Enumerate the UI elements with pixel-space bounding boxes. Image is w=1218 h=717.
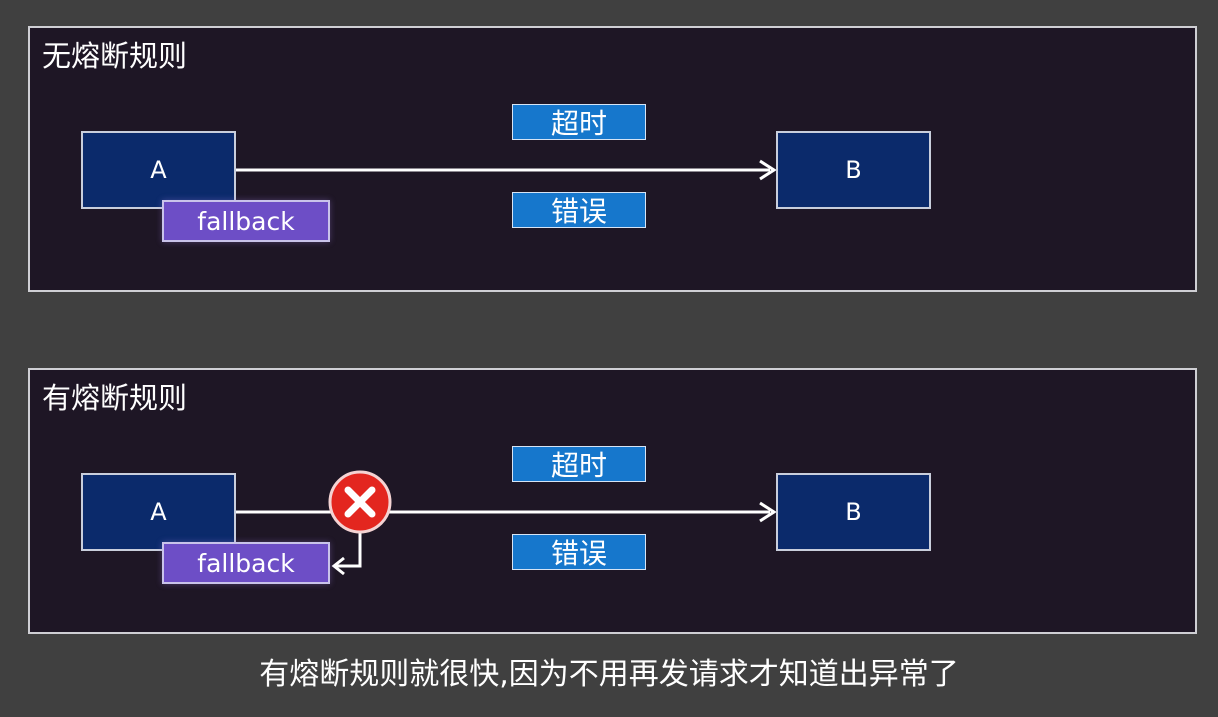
node-a: A (81, 473, 236, 551)
timeout-tag: 超时 (512, 104, 646, 140)
fallback-box: fallback (162, 542, 330, 584)
arrow-a-to-b-broken (236, 470, 777, 576)
timeout-tag: 超时 (512, 446, 646, 482)
error-tag: 错误 (512, 534, 646, 570)
panel-no-circuit-breaker: 无熔断规则 A B fallback 超时 错误 (28, 26, 1197, 292)
close-circle-icon (328, 470, 392, 534)
panel-title: 无熔断规则 (42, 39, 188, 73)
error-tag: 错误 (512, 192, 646, 228)
panel-title: 有熔断规则 (42, 381, 188, 415)
subtitle-caption: 有熔断规则就很快,因为不用再发请求才知道出异常了 (259, 657, 959, 692)
node-b: B (776, 131, 931, 209)
panel-with-circuit-breaker: 有熔断规则 A B fallback 超时 错误 (28, 368, 1197, 634)
arrow-a-to-b (236, 159, 777, 181)
node-b: B (776, 473, 931, 551)
fallback-box: fallback (162, 200, 330, 242)
node-a: A (81, 131, 236, 209)
